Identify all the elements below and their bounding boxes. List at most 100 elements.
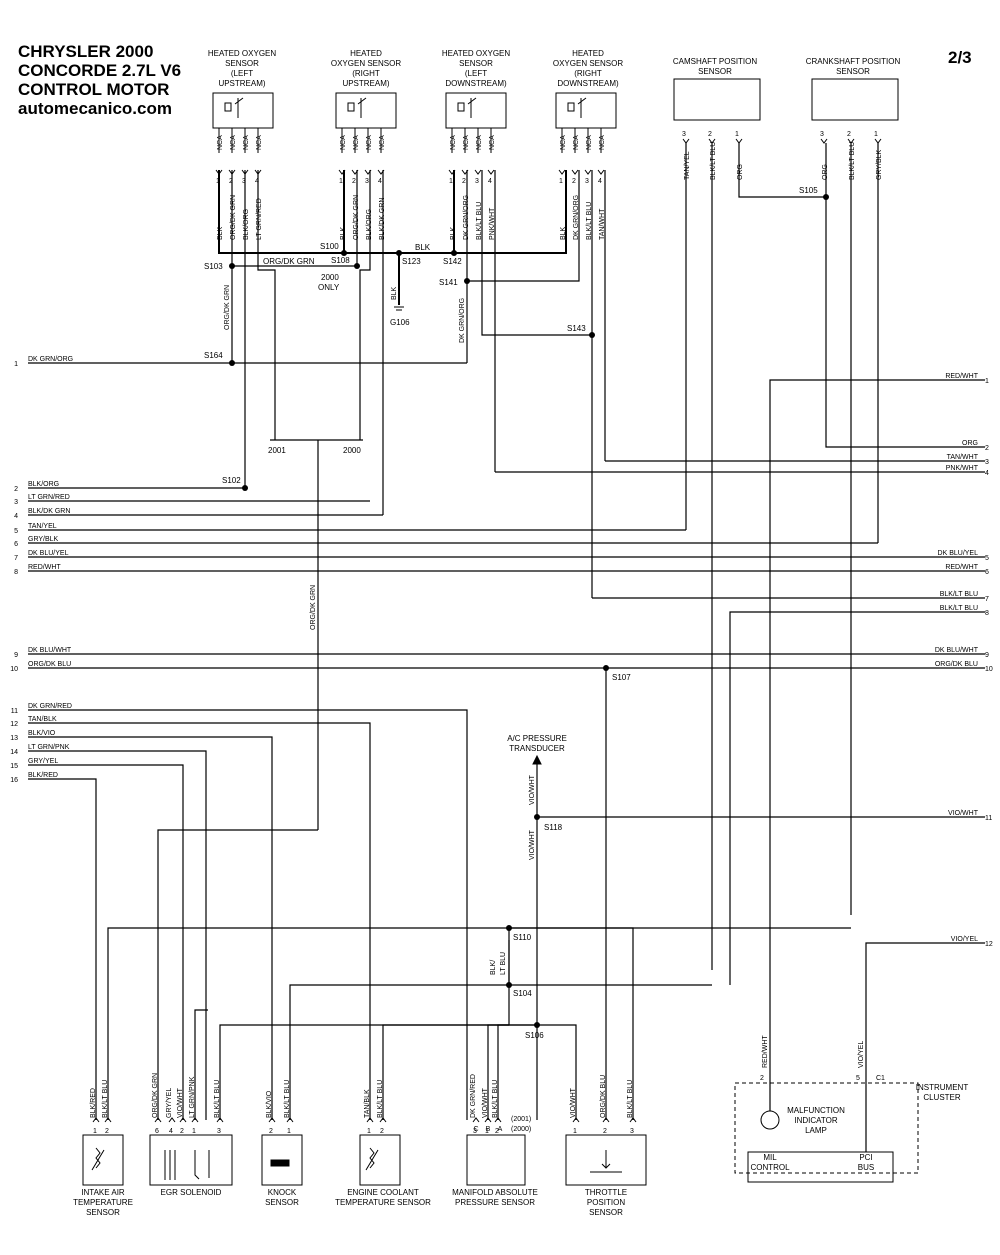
oxygen-sensor-body xyxy=(445,92,507,129)
pin-number: 1 xyxy=(93,1128,97,1135)
sensor-label: TEMPERATURE SENSOR xyxy=(335,1198,431,1207)
splice-label: S164 xyxy=(204,351,223,360)
diagram-title: CHRYSLER 2000 CONCORDE 2.7L V6 CONTROL M… xyxy=(18,42,181,118)
wire-color-label: DK GRN/ORG xyxy=(573,195,580,240)
wire-color-label: ORG/DK GRN xyxy=(230,195,237,240)
wire-color-label: BLK xyxy=(391,286,398,300)
org-dk-grn-wire xyxy=(157,829,318,1120)
wire-color-label: DK GRN/RED xyxy=(28,703,72,710)
splice-label: S100 xyxy=(320,242,339,251)
mil-control-label: MIL xyxy=(763,1153,777,1162)
nca-label: NCA xyxy=(243,135,250,150)
title-line-3: CONTROL MOTOR xyxy=(18,80,170,99)
lamp-label: LAMP xyxy=(805,1126,827,1135)
wire-color-label: BLK/LT BLU xyxy=(377,1080,384,1118)
connector-pin: 10 xyxy=(985,666,993,673)
wire-color-label: VIO/YEL xyxy=(951,936,978,943)
pin-number: 4 xyxy=(255,178,259,185)
oxygen-heater-symbol xyxy=(224,97,244,118)
wire-color-label: DK BLU/YEL xyxy=(28,550,69,557)
connector-terminal xyxy=(584,169,592,175)
wire-color-label: ORG/DK BLU xyxy=(28,661,71,668)
page-number: 2/3 xyxy=(948,48,972,67)
wire-color-label: DK GRN/ORG xyxy=(459,298,466,343)
wire-color-label: DK BLU/WHT xyxy=(28,647,72,654)
pin-number: 2 xyxy=(462,178,466,185)
ground-label: G106 xyxy=(390,318,410,327)
connector-terminal xyxy=(874,138,882,144)
dk-grn-org-wire xyxy=(467,170,580,282)
connector-terminal xyxy=(602,1117,610,1123)
pin-number: 3 xyxy=(820,131,824,138)
oxygen-sensor-label: UPSTREAM) xyxy=(342,79,389,88)
wire-color-label: ORG xyxy=(962,440,978,447)
blk-lt-blu-wire xyxy=(219,1024,509,1120)
connector-terminal xyxy=(558,169,566,175)
wire-color-label: BLK/ORG xyxy=(366,209,373,240)
pin-number: 3 xyxy=(630,1128,634,1135)
connector-pin: 9 xyxy=(985,652,989,659)
sensor-body xyxy=(261,1134,303,1186)
splice-s123 xyxy=(396,250,402,256)
pin-number: 3 xyxy=(475,178,479,185)
oxygen-sensor-body xyxy=(212,92,274,129)
pin-number: 2 xyxy=(572,178,576,185)
oxygen-sensor-label: SENSOR xyxy=(225,59,259,68)
sensor-label: KNOCK xyxy=(268,1188,297,1197)
dk-grn-red-wire xyxy=(28,709,468,1120)
sensor-label: SENSOR xyxy=(589,1208,623,1217)
wire-color-label: VIO/WHT xyxy=(529,774,536,805)
cluster-module-box xyxy=(747,1151,894,1183)
wire-color-label: BLK/RED xyxy=(28,772,58,779)
connector-pin: 2 xyxy=(985,445,989,452)
wire-color-label: BLK xyxy=(340,226,347,240)
wire-color-label: DK GRN/RED xyxy=(470,1074,477,1118)
oxygen-sensor-body xyxy=(555,92,617,129)
connector-terminal xyxy=(571,169,579,175)
connector-pin: 4 xyxy=(985,470,989,477)
splice-label: S106 xyxy=(525,1031,544,1040)
pin-number: 2 xyxy=(352,178,356,185)
nca-label: NCA xyxy=(256,135,263,150)
sensor-label: ENGINE COOLANT xyxy=(347,1188,419,1197)
oxygen-sensor-label: SENSOR xyxy=(459,59,493,68)
wire-color-label: BLK xyxy=(450,226,457,240)
splice-s142 xyxy=(451,250,457,256)
wire-color-label: ORG/DK GRN xyxy=(263,257,315,266)
wire-color-label: ORG/DK GRN xyxy=(353,195,360,240)
nca-label: NCA xyxy=(217,135,224,150)
ac-transducer-label: TRANSDUCER xyxy=(509,744,565,753)
wire-color-label: ORG/DK BLU xyxy=(600,1075,607,1118)
connector-pin: 9 xyxy=(14,652,18,659)
pin-number: 3 xyxy=(242,178,246,185)
pin-number: 4 xyxy=(169,1128,173,1135)
nca-label: NCA xyxy=(463,135,470,150)
splice-layer xyxy=(229,194,829,1028)
pin-number: 2 xyxy=(380,1128,384,1135)
connector-pin: 2 xyxy=(14,486,18,493)
connector-pin: 3 xyxy=(14,499,18,506)
year-label: (2000) xyxy=(511,1126,531,1133)
instrument-cluster-box xyxy=(734,1082,919,1174)
connector-terminal xyxy=(448,169,456,175)
splice-label: S103 xyxy=(204,262,223,271)
sensor-body xyxy=(565,1134,647,1186)
splice-s100 xyxy=(341,250,347,256)
blk-org-wire xyxy=(359,170,371,440)
wire-color-label: BLK/VIO xyxy=(266,1090,273,1118)
wire-color-label: ORG xyxy=(822,164,829,180)
year-label: 2001 xyxy=(268,446,286,455)
org-wire xyxy=(825,143,985,448)
wire-color-label: BLK/LT BLU xyxy=(940,591,978,598)
oxygen-sensor-label: OXYGEN SENSOR xyxy=(331,59,401,68)
nca-label: NCA xyxy=(366,135,373,150)
pin-number: 4 xyxy=(378,178,382,185)
nca-label: NCA xyxy=(353,135,360,150)
wire-color-label: TAN/WHT xyxy=(599,208,606,240)
wire-color-label: BLK/RED xyxy=(90,1088,97,1118)
wire-color-label: VIO/WHT xyxy=(570,1087,577,1118)
knock-sensor-element xyxy=(270,1159,290,1167)
wire-color-label: ORG xyxy=(737,164,744,180)
wire-color-label: BLK/LT BLU xyxy=(214,1080,221,1118)
wire-color-label: BLK/DK GRN xyxy=(379,198,386,240)
